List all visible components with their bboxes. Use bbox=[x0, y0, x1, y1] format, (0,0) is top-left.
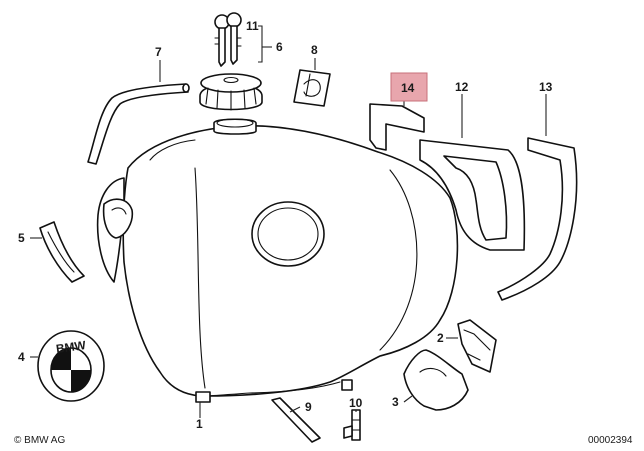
fuel-tank bbox=[96, 118, 459, 403]
callout-1: 1 bbox=[196, 417, 203, 431]
filler-cap bbox=[199, 73, 263, 111]
copyright-text: © BMW AG bbox=[14, 435, 65, 446]
callout-10: 10 bbox=[349, 396, 363, 410]
grommet bbox=[403, 349, 469, 411]
knee-pad-12 bbox=[419, 139, 526, 251]
knee-pad-13 bbox=[497, 137, 578, 301]
callout-9: 9 bbox=[305, 400, 312, 414]
decal bbox=[293, 69, 331, 107]
callout-4: 4 bbox=[18, 350, 25, 364]
drain-hose bbox=[271, 397, 321, 443]
clip bbox=[457, 319, 497, 373]
rubber-pad bbox=[39, 221, 85, 283]
knee-pad-14 bbox=[369, 103, 425, 151]
bmw-badge: BMW bbox=[37, 330, 105, 402]
badge-lettering: BMW bbox=[55, 338, 87, 356]
highlight-box bbox=[390, 72, 428, 102]
key-set-icon bbox=[214, 12, 242, 67]
callout-13: 13 bbox=[539, 80, 553, 94]
callout-11: 11 bbox=[246, 19, 259, 33]
breather-hose bbox=[87, 83, 190, 165]
hose-fitting bbox=[343, 409, 361, 441]
callout-14: 14 bbox=[401, 81, 415, 95]
leader-lines bbox=[30, 25, 547, 418]
callout-7: 7 bbox=[155, 45, 162, 59]
callout-5: 5 bbox=[18, 231, 25, 245]
callout-12: 12 bbox=[455, 80, 469, 94]
drawing-number: 00002394 bbox=[588, 435, 633, 446]
callout-6: 6 bbox=[276, 40, 283, 54]
callout-2: 2 bbox=[437, 331, 444, 345]
callout-3: 3 bbox=[392, 395, 399, 409]
callout-8: 8 bbox=[311, 43, 318, 57]
